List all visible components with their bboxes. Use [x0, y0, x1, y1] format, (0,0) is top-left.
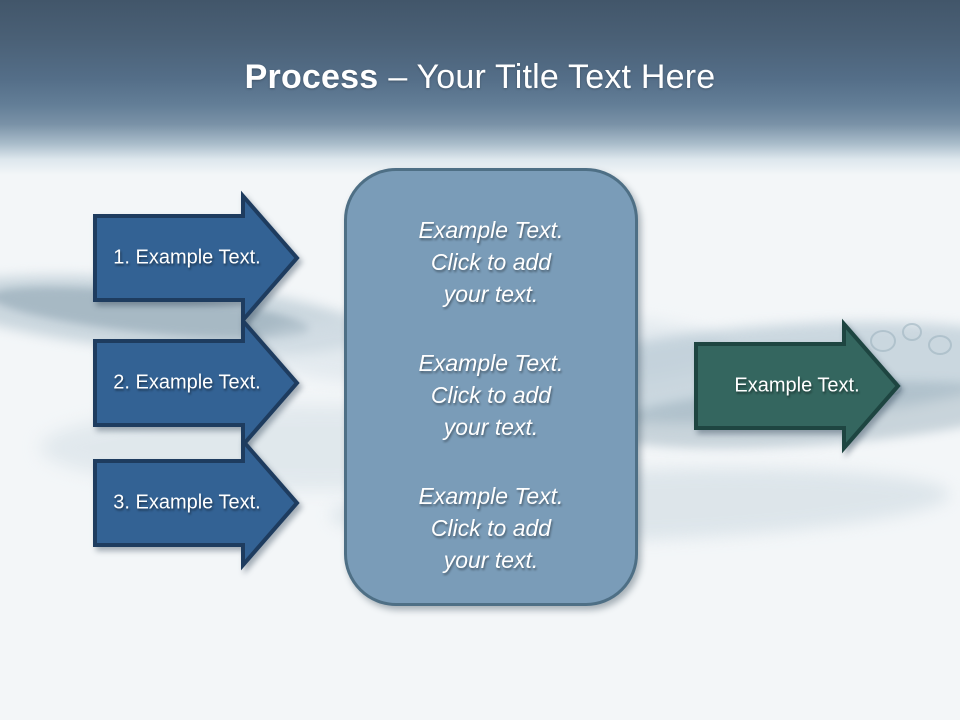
step-arrow-3: 3. Example Text. [93, 435, 300, 571]
step-arrow-2: 2. Example Text. [93, 315, 300, 451]
detail-text-block-3: Example Text. Click to add your text. [418, 483, 564, 573]
step-arrow-2-label: 2. Example Text. [113, 371, 261, 394]
result-arrow-label: Example Text. [734, 374, 860, 397]
arrow-right-icon [93, 435, 300, 571]
process-detail-box: Example Text. Click to add your text. Ex… [344, 168, 638, 606]
step-arrow-1-label: 1. Example Text. [113, 246, 261, 269]
slide-title-emphasis: Process [244, 58, 379, 96]
water-bubble [928, 335, 952, 355]
arrow-right-icon [694, 318, 901, 454]
arrow-right-icon [93, 190, 300, 326]
water-bubble [902, 323, 922, 341]
slide-title: Process– Your Title Text Here [0, 55, 960, 99]
slide-title-rest: – Your Title Text Here [388, 58, 716, 96]
detail-text-block-1: Example Text. Click to add your text. [418, 217, 564, 307]
step-arrow-3-label: 3. Example Text. [113, 491, 261, 514]
title-header-band [0, 0, 960, 175]
step-arrow-1: 1. Example Text. [93, 190, 300, 326]
detail-text-block-2: Example Text. Click to add your text. [418, 350, 564, 440]
result-arrow: Example Text. [694, 318, 901, 454]
arrow-right-icon [93, 315, 300, 451]
